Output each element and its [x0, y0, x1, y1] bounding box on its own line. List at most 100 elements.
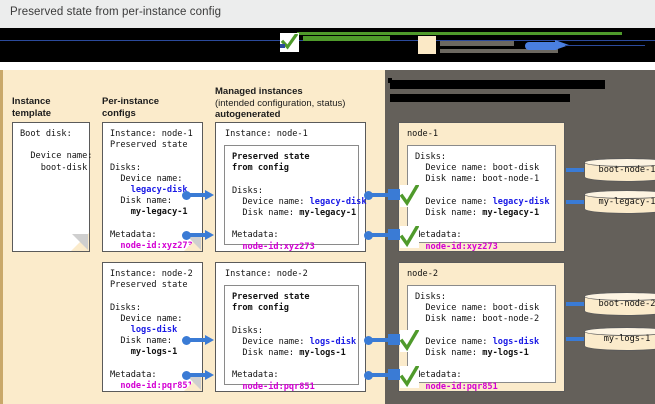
mi1-preserved-line2: from config [232, 163, 289, 174]
disk-label: boot-node-2 [598, 299, 655, 309]
pic1-instance: Instance: node-1 [110, 129, 193, 139]
connector-dot [364, 336, 373, 345]
pic1-device-name-label: Device name: [110, 173, 183, 184]
connector-block [388, 369, 402, 380]
connector-dot [182, 336, 191, 345]
node2-disks-label: Disks: [415, 292, 447, 302]
connector-dot [182, 231, 191, 240]
pic1-preserved: Preserved state [110, 140, 188, 151]
connector-arrow [205, 190, 214, 200]
node1-extra-device-value: legacy-disk [492, 196, 550, 207]
disk-label: boot-node-1 [598, 165, 655, 175]
pic2-metadata-label: Metadata: [110, 369, 157, 380]
mi2-preserved-line1: Preserved state [232, 292, 310, 302]
legend-mark [280, 44, 285, 48]
connector-block [388, 189, 402, 200]
legend-green-rule [297, 32, 622, 35]
disk-icon-my-logs-1: my-logs-1 [584, 327, 655, 351]
mi1-metadata-label: Metadata: [232, 230, 279, 241]
node1-name: node-1 [407, 129, 439, 139]
pic1-metadata-label: Metadata: [110, 229, 157, 240]
pic2-device-name-value: logs-disk [110, 325, 178, 336]
connector-segment [372, 338, 390, 342]
node2-boot-device-label: Device name: boot-disk [415, 303, 540, 314]
connector-segment [190, 233, 206, 237]
managed-instance-card: Instance: node-1 Preserved state from co… [215, 122, 367, 252]
per-instance-config-card: Instance: node-2 Preserved state Disks: … [102, 262, 203, 392]
template-device-name-value: boot-disk [20, 162, 88, 173]
green-check-icon [400, 226, 419, 248]
legend-label-3-redacted [440, 49, 558, 53]
connector-dot [364, 191, 373, 200]
mi2-disk-name-label: Disk name: [232, 348, 300, 359]
pic1-disks-label: Disks: [110, 162, 142, 173]
disk-label: my-logs-1 [603, 334, 651, 344]
pic2-metadata-value: node-id:pqr851 [110, 381, 193, 392]
blue-arrow-icon [525, 40, 645, 51]
node1-extra-disk-value: my-legacy-1 [482, 208, 540, 219]
mi1-disks-label: Disks: [232, 185, 264, 196]
column-heading-instance-template: Instance template [12, 96, 52, 119]
template-device-name-label: Device name: [20, 151, 93, 162]
mi1-preserved-line1: Preserved state [232, 152, 310, 162]
disk-label: my-legacy-1 [598, 197, 655, 207]
connector-segment [190, 193, 206, 197]
disk-icon-my-legacy-1: my-legacy-1 [584, 190, 655, 214]
connector-dot [364, 231, 373, 240]
managed-instance-preserved-block: Preserved state from config Disks: Devic… [224, 145, 367, 252]
node1-disks-label: Disks: [415, 152, 447, 162]
pic1-disk-name-value: my-legacy-1 [110, 207, 188, 218]
page-fold-icon [71, 233, 89, 251]
mi2-device-name-label: Device name: [232, 336, 310, 347]
mi1-disk-name-value: my-legacy-1 [299, 208, 357, 219]
connector-block [388, 229, 402, 240]
mi2-disks-label: Disks: [232, 325, 264, 336]
connector-block [388, 334, 402, 345]
template-boot-disk-label: Boot disk: [20, 129, 72, 139]
mi1-instance: Instance: node-1 [225, 129, 308, 139]
connector-disk-boot-1 [566, 168, 584, 172]
green-check-icon [400, 330, 419, 352]
node2-extra-disk-label: Disk name: [415, 348, 483, 359]
green-check-icon [280, 33, 299, 52]
node2-extra-device-label: Device name: [415, 336, 493, 347]
mi1-metadata-value: node-id:xyz273 [232, 241, 315, 252]
node2-metadata-label: Metadata: [415, 370, 462, 381]
mi1-disk-name-label: Disk name: [232, 208, 300, 219]
mi2-metadata-value: node-id:pqr851 [232, 381, 315, 392]
connector-segment [372, 373, 390, 377]
connector-disk-legacy-1 [566, 200, 584, 204]
node2-name: node-2 [407, 269, 439, 279]
mi1-device-name-label: Device name: [232, 196, 310, 207]
connector-arrow [205, 370, 214, 380]
pic2-disk-name-value: my-logs-1 [110, 347, 178, 358]
mi2-device-name-value: logs-disk [309, 336, 357, 347]
managed-instance-preserved-block: Preserved state from config Disks: Devic… [224, 285, 359, 392]
node2-boot-disk-label: Disk name: boot-node-2 [415, 314, 540, 325]
instance-template-card: Boot disk: Device name: boot-disk [12, 122, 93, 252]
node1-extra-disk-label: Disk name: [415, 208, 483, 219]
mi2-instance: Instance: node-2 [225, 269, 308, 279]
mi2-preserved-line2: from config [232, 303, 289, 314]
pic2-device-name-label: Device name: [110, 313, 183, 324]
connector-segment [190, 338, 206, 342]
mi2-disk-name-value: my-logs-1 [299, 348, 346, 359]
legend-label-1-redacted [303, 36, 390, 41]
node1-extra-device-label: Device name: [415, 196, 493, 207]
node-card: node-2 Disks: Device name: boot-disk Dis… [398, 262, 565, 392]
legend-label-2-redacted [440, 41, 514, 46]
node2-metadata-value: node-id:pqr851 [415, 381, 498, 392]
cream-swatch-icon [418, 36, 436, 54]
node-card: node-1 Disks: Device name: boot-disk Dis… [398, 122, 565, 252]
mi2-metadata-label: Metadata: [232, 370, 279, 381]
legend-strip [0, 28, 655, 62]
disk-icon-boot-node-2: boot-node-2 [584, 292, 655, 316]
page-title: Preserved state from per-instance config [10, 6, 222, 18]
mi1-device-name-value: legacy-disk [309, 196, 367, 207]
node2-extra-device-value: logs-disk [492, 336, 540, 347]
column-heading-managed-instances: Managed instances (intended configuratio… [215, 86, 345, 121]
connector-dot [182, 371, 191, 380]
pic1-device-name-value: legacy-disk [110, 185, 188, 196]
disk-icon-boot-node-1: boot-node-1 [584, 158, 655, 182]
